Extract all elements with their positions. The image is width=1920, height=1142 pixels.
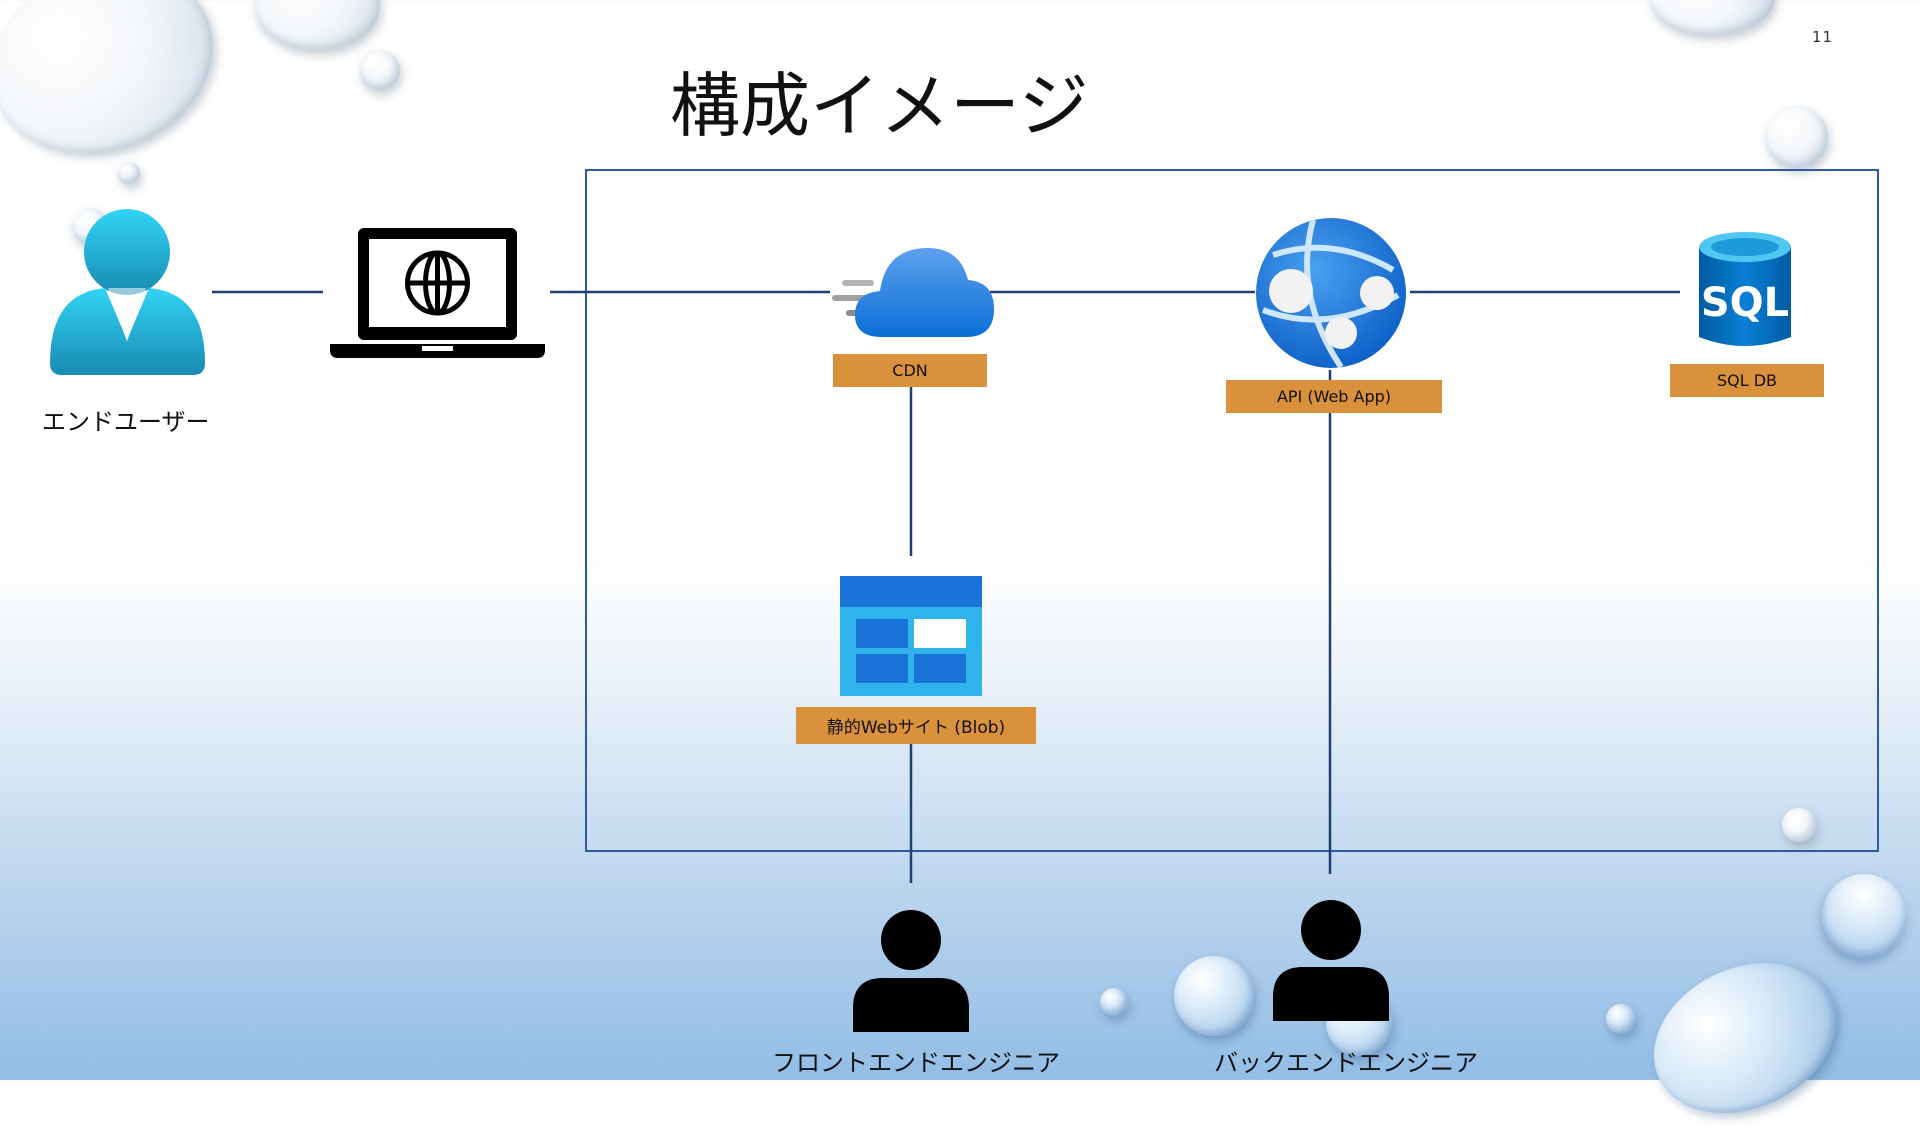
cloud-cdn-icon [832, 248, 994, 337]
water-drop-decoration [118, 162, 140, 184]
person-icon [853, 910, 969, 1032]
sql-icon-text: SQL [1701, 280, 1789, 326]
backend-engineer-label: バックエンドエンジニア [1214, 1049, 1478, 1077]
frontend-engineer-label: フロントエンドエンジニア [772, 1049, 1060, 1077]
api-label: API (Web App) [1226, 380, 1442, 413]
laptop-globe-icon [330, 228, 545, 358]
web-app-globe-icon [1256, 218, 1406, 369]
water-drop-decoration [1174, 956, 1254, 1036]
page-number: 11 [1812, 28, 1834, 46]
slide-title: 構成イメージ [670, 65, 1089, 147]
water-drop-decoration [1100, 988, 1128, 1016]
water-drop-decoration [360, 50, 400, 90]
person-icon [1273, 900, 1389, 1021]
connector-lines [212, 290, 1680, 883]
cdn-label: CDN [833, 354, 987, 387]
user-icon [50, 209, 205, 375]
cloud-boundary-box [585, 169, 1879, 852]
end-user-label: エンドユーザー [42, 408, 210, 436]
sql-database-icon: SQL [1699, 232, 1791, 346]
water-drop-decoration [1766, 106, 1828, 168]
water-drop-decoration [1606, 1004, 1636, 1034]
storage-table-icon [840, 576, 982, 696]
sql-db-label: SQL DB [1670, 364, 1824, 397]
blob-label: 静的Webサイト (Blob) [796, 707, 1036, 744]
water-drop-decoration [1782, 808, 1816, 842]
